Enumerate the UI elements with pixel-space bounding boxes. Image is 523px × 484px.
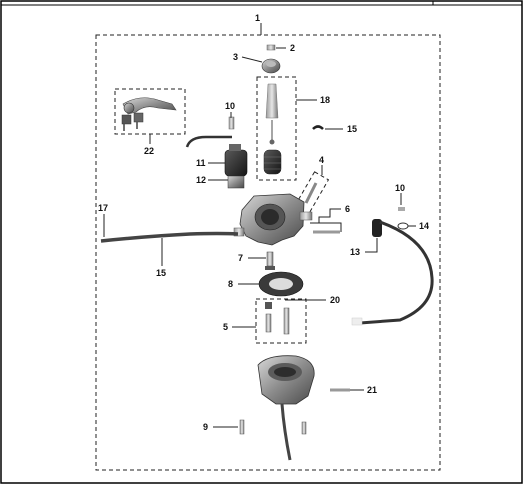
callout-7: 7 — [238, 253, 243, 263]
callout-10b: 10 — [395, 183, 405, 193]
callout-6: 6 — [345, 204, 350, 214]
leader-3 — [241, 56, 263, 63]
carburetor-body-icon — [233, 193, 313, 246]
choke-lever-icon — [121, 97, 177, 131]
callout-22: 22 — [144, 146, 154, 156]
clip-icon — [312, 125, 324, 130]
throttle-spring-icon — [265, 83, 279, 145]
carburetor-cap-icon — [261, 44, 281, 74]
jet-set-icon — [265, 302, 290, 335]
callout-8: 8 — [228, 279, 233, 289]
o-ring-icon — [397, 222, 409, 230]
callout-20: 20 — [330, 295, 340, 305]
screw-icon-2 — [398, 207, 405, 211]
callout-12: 12 — [196, 175, 206, 185]
group-box-18 — [256, 76, 297, 181]
group-box-5 — [255, 298, 307, 344]
float-bowl-icon — [257, 355, 315, 461]
vent-hose-icon — [351, 219, 434, 326]
callout-13: 13 — [350, 247, 360, 257]
callout-18: 18 — [320, 95, 330, 105]
bracket-6 — [310, 208, 342, 232]
main-jet-icon — [265, 251, 275, 270]
pilot-screw-icon — [304, 182, 318, 204]
leader-13 — [365, 238, 378, 253]
gasket-icon — [258, 271, 304, 297]
callout-15b: 15 — [156, 268, 166, 278]
fuel-hose-icon — [100, 231, 239, 243]
screw-icon — [228, 116, 235, 130]
callout-3: 3 — [233, 52, 238, 62]
callout-14: 14 — [419, 221, 429, 231]
callout-11: 11 — [196, 158, 206, 168]
callout-21: 21 — [367, 385, 377, 395]
bowl-screw-icon — [239, 419, 307, 435]
callout-2: 2 — [290, 43, 295, 53]
callout-4: 4 — [319, 155, 324, 165]
callout-1: 1 — [255, 13, 260, 23]
callout-5: 5 — [223, 322, 228, 332]
callout-17: 17 — [98, 203, 108, 213]
throttle-slide-icon — [263, 149, 282, 175]
assembly-box-1 — [95, 34, 441, 471]
callout-10a: 10 — [225, 101, 235, 111]
callout-15a: 15 — [347, 124, 357, 134]
callout-9: 9 — [203, 422, 208, 432]
